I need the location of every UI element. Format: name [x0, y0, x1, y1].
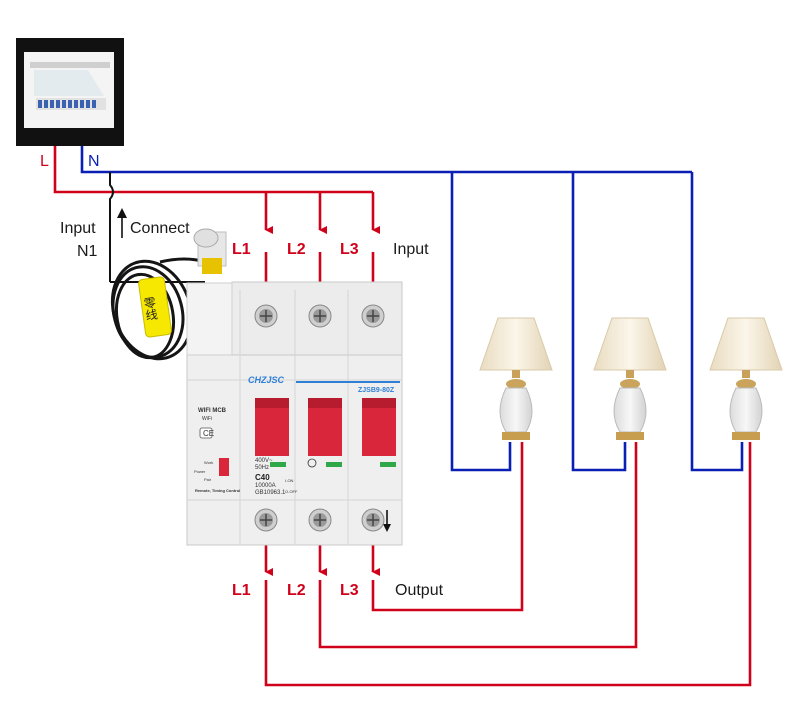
connect-arrow	[117, 208, 127, 238]
neutral-tag	[138, 276, 172, 338]
neutral-tag-text: 零线	[142, 295, 159, 321]
breaker-wifi-mcb: WIFI MCB	[198, 408, 227, 414]
bottom-l3-label: L3	[340, 582, 359, 599]
distribution-panel	[16, 38, 124, 146]
terminal-screw	[361, 508, 385, 532]
terminal-screw	[308, 304, 332, 328]
breaker-standard: GB10963.1	[255, 490, 286, 496]
live-output-wiring	[264, 442, 752, 687]
breaker-ce: CE	[203, 429, 214, 438]
breaker-on: I-ON	[285, 478, 294, 483]
input-label-left: Input	[60, 220, 96, 237]
breaker-freq: 50Hz	[255, 465, 269, 471]
neutral-wiring	[80, 146, 744, 472]
breaker-brand: CHZJSC	[248, 375, 285, 385]
bottom-l1-label: L1	[232, 582, 251, 599]
terminal-screw	[254, 304, 278, 328]
top-l1-label: L1	[232, 241, 251, 258]
breaker-wifi-badge: WiFi	[202, 416, 212, 422]
breaker-model: ZJSB9-80Z	[358, 387, 395, 394]
breaker-pair: Pair	[204, 477, 212, 482]
breaker-breaking: 10000A	[255, 483, 276, 489]
panel-l-label: L	[40, 153, 49, 170]
top-l3-label: L3	[340, 241, 359, 258]
n1-label: N1	[77, 243, 98, 260]
terminal-screw	[361, 304, 385, 328]
breaker-off: O-OFF	[285, 489, 298, 494]
lamp-2	[593, 317, 667, 440]
terminal-screw	[254, 508, 278, 532]
output-label: Output	[395, 582, 444, 599]
panel-n-label: N	[88, 153, 100, 170]
input-label-right: Input	[393, 241, 429, 258]
bottom-l2-label: L2	[287, 582, 306, 599]
lamp-1	[479, 317, 553, 440]
connect-label: Connect	[130, 220, 190, 237]
breaker-power: Power	[194, 469, 206, 474]
breaker-work: Work	[204, 460, 213, 465]
terminal-screw	[308, 508, 332, 532]
top-l2-label: L2	[287, 241, 306, 258]
lamp-3	[709, 317, 783, 440]
terminal-screws	[254, 304, 385, 532]
breaker-voltage: 400V~	[255, 458, 273, 464]
breaker-rating: C40	[255, 473, 270, 482]
breaker-remote: Remote, Timing Control	[195, 488, 240, 493]
